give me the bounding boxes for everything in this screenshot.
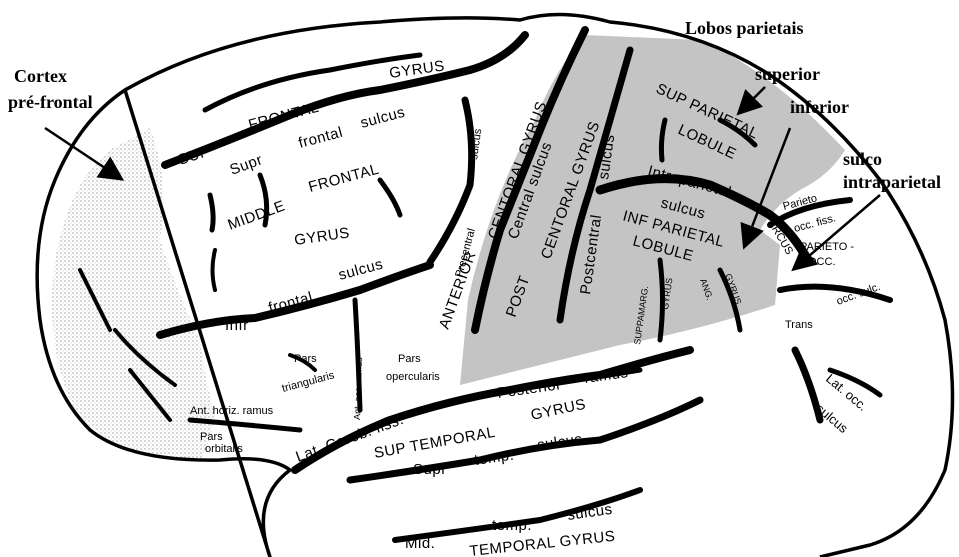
label-parieto-occ: PARIETO - [800,241,854,253]
label-pars-orbitalis-2: orbitalis [205,443,243,455]
label-pars-orbitalis-1: Pars [200,431,223,443]
label-temp-1: temp. [473,447,515,469]
label-sulcus-top: sulcus [359,104,407,132]
label-infr: Infr [225,317,249,334]
label-posterior: Posterior [496,376,562,402]
label-cortex: Cortex [14,66,67,86]
label-intraparietal-annotation: intraparietal [843,172,941,192]
label-superior: superior [755,64,820,84]
label-temp-2: temp. [492,517,532,534]
label-pars-triangularis-1: Pars [294,353,317,365]
middle-frontal-small-1 [210,195,213,230]
label-supr-temp: Supr [413,461,447,478]
middle-frontal-small-4 [213,250,216,290]
label-lobos-parietais: Lobos parietais [685,18,804,38]
label-temporal-gyrus: TEMPORAL GYRUS [469,528,616,557]
label-sulcus-mid: sulcus [566,501,613,524]
label-occ-fiss: occ. fiss. [793,212,837,235]
middle-frontal-small-3 [380,180,400,215]
label-frontal-lower: frontal [297,124,345,152]
label-sulco: sulco [843,149,882,169]
label-sulcus-temp: sulcus [536,431,583,454]
label-gyrus-mid: GYRUS [293,224,351,249]
label-pars-opercularis-2: opercularis [386,371,440,383]
label-mid: Mid. [405,535,435,552]
label-gyrus-temporal: GYRUS [529,396,587,424]
label-frontal-mid: FRONTAL [307,161,381,196]
label-pars-opercularis-1: Pars [398,353,421,365]
label-middle: MIDDLE [226,197,288,233]
label-occ: OCC. [808,256,836,268]
label-pre-frontal: pré-frontal [8,92,93,112]
label-trans: Trans [785,319,813,331]
label-occ-sulc: occ. sulc. [835,281,882,308]
label-inferior: inferior [790,97,849,117]
label-ramus: ramus [583,364,629,387]
label-ant-horiz-ramus: Ant. horiz. ramus [190,405,274,417]
label-sup: SUP [176,143,212,169]
label-frontal-upper: FRONTAL [247,99,321,134]
label-pars-triangularis-2: triangularis [281,369,337,395]
